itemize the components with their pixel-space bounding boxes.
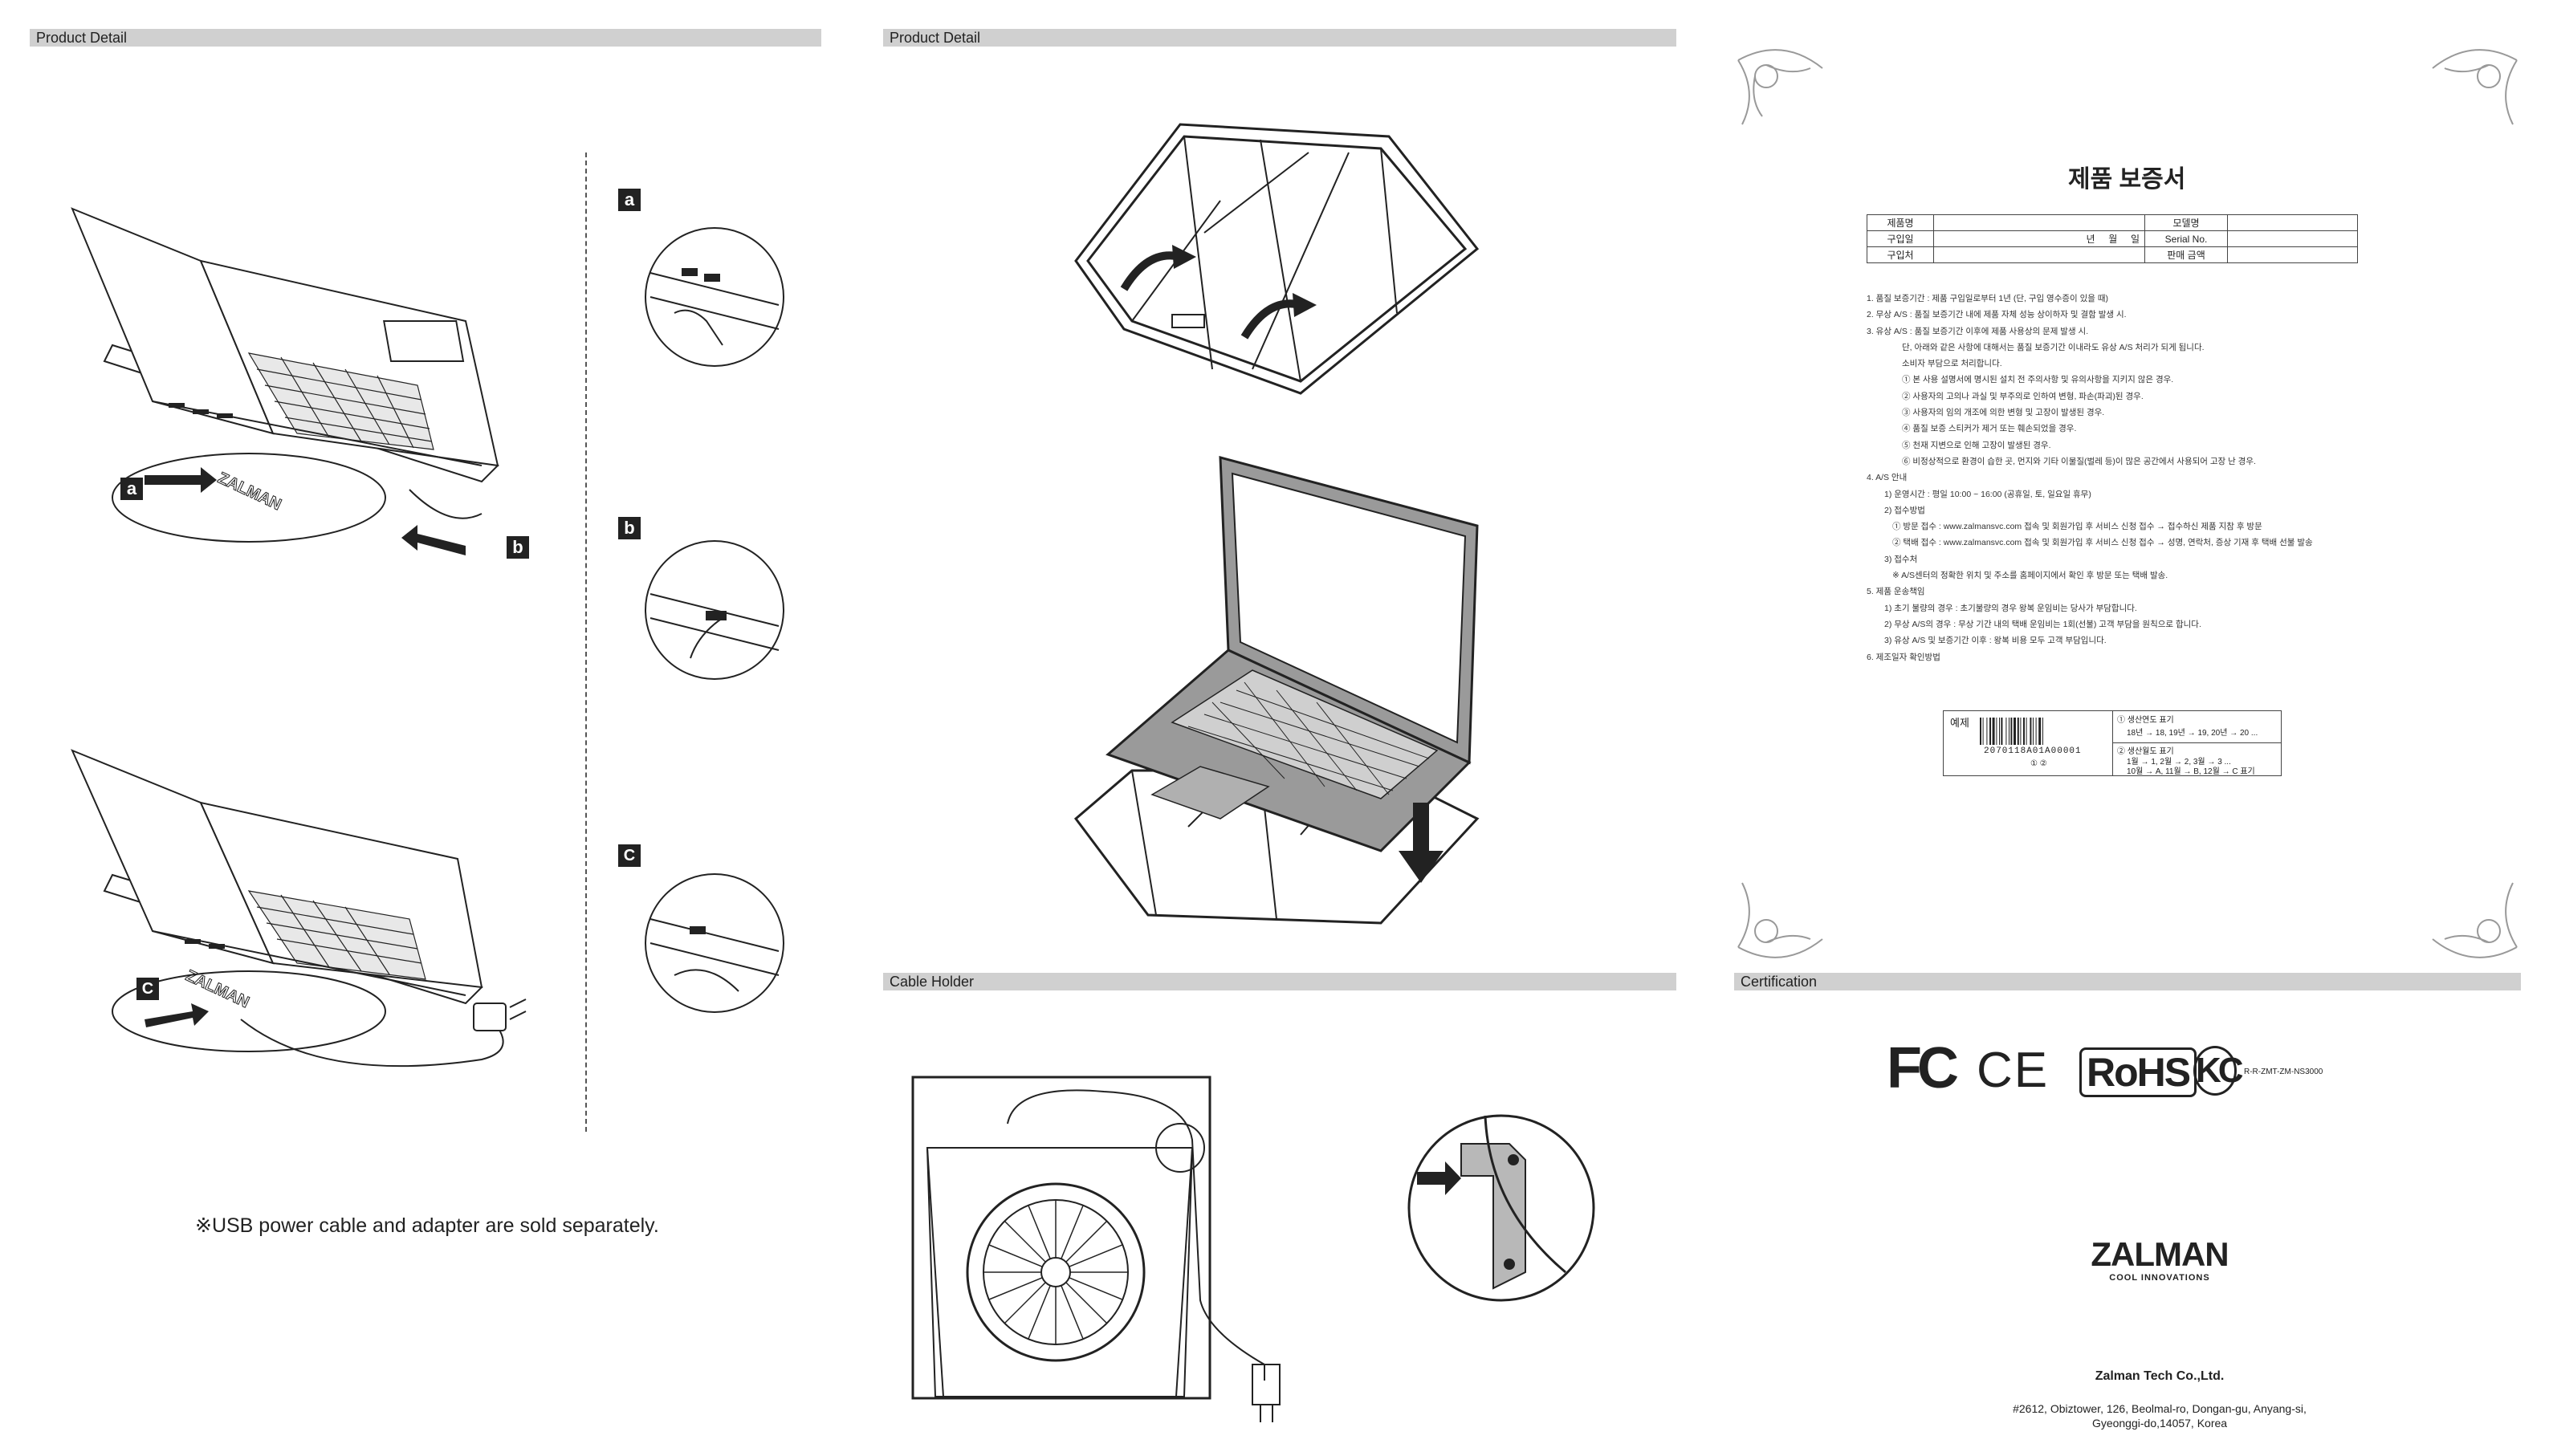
zoom-detail-b [645, 540, 784, 680]
company-address-2: Gyeonggi-do,14057, Korea [2091, 1417, 2228, 1430]
warranty-term-line: ③ 사용자의 임의 개조에 의한 변형 및 고장이 발생된 경우. [1902, 408, 2105, 418]
brand-mark-top: ZALMAN [215, 470, 284, 514]
kc-certification-code: R-R-ZMT-ZM-NS3000 [2244, 1068, 2323, 1076]
table-row: 제품명 모델명 [1867, 214, 2358, 231]
panel-header-certification: Certification [1734, 973, 2521, 990]
zoom-detail-c [645, 873, 784, 1013]
arrow-b-icon [401, 525, 466, 555]
table-cell: 모델명 [2144, 214, 2228, 231]
warranty-term-line: 1. 품질 보증기간 : 제품 구입일로부터 1년 (단, 구입 영수증이 있을… [1867, 294, 2109, 303]
company-address-1: #2612, Obiztower, 126, Beolmal-ro, Donga… [2013, 1402, 2307, 1415]
warranty-terms: 1. 품질 보증기간 : 제품 구입일로부터 1년 (단, 구입 영수증이 있을… [1867, 291, 2380, 665]
warranty-term-line: ② 사용자의 고의나 과실 및 부주의로 인하여 변형, 파손(파괴)된 경우. [1902, 391, 2144, 401]
warranty-table: 제품명 모델명 구입일 년 월 일 Serial No. 구입처 판매 금액 [1867, 214, 2358, 263]
divider-dashed [585, 153, 587, 1132]
table-cell: 구입일 [1867, 230, 1934, 247]
label-b-detail: b [618, 517, 641, 539]
ce-logo-icon: CE [1977, 1043, 2050, 1098]
company-info: Zalman Tech Co.,Ltd. #2612, Obiztower, 1… [1967, 1369, 2352, 1430]
brand-logo: ZALMAN COOL INNOVATIONS [2079, 1236, 2240, 1283]
laptop-connection-illustration-bottom: ZALMAN [71, 749, 527, 1068]
laptop-on-stand-illustration [1073, 456, 1480, 925]
example-line-3: ② 생산월도 표기 [2117, 747, 2174, 756]
table-cell [2227, 246, 2358, 263]
warranty-term-line: 6. 제조일자 확인방법 [1867, 652, 1940, 662]
barcode-marks: ① ② [2030, 759, 2047, 768]
warranty-term-line: ⑥ 비정상적으로 환경이 습한 곳, 먼지와 기타 이물질(벌레 등)이 많은 … [1902, 456, 2256, 466]
warranty-term-line: 1) 초기 불량의 경우 : 초기불량의 경우 왕복 운임비는 당사가 부담합니… [1884, 603, 2137, 613]
ornament-bottom-right [2432, 882, 2518, 958]
table-cell: Serial No. [2144, 230, 2228, 247]
panel-header-product-detail-2: Product Detail [883, 29, 1676, 47]
barcode-icon [1980, 718, 2043, 745]
label-a-detail: a [618, 189, 641, 211]
company-name: Zalman Tech Co.,Ltd. [2095, 1369, 2225, 1383]
warranty-term-line: 3) 유상 A/S 및 보증기간 이후 : 왕복 비용 모두 고객 부담입니다. [1884, 636, 2107, 646]
table-cell [1933, 214, 2145, 231]
ornament-top-left [1737, 49, 1823, 125]
panel-header-cable-holder: Cable Holder [883, 973, 1676, 990]
barcode-number: 2070118A01A00001 [1984, 746, 2082, 756]
warranty-term-line: 3) 접수처 [1884, 554, 1918, 564]
warranty-term-line: ⑤ 천재 지변으로 인해 고장이 발생된 경우. [1902, 440, 2051, 450]
warranty-title: 제품 보증서 [2068, 166, 2186, 193]
brand-tagline: COOL INNOVATIONS [2109, 1273, 2210, 1283]
usb-note: ※USB power cable and adapter are sold se… [195, 1214, 659, 1237]
label-c: C [136, 978, 159, 1000]
cable-holder-zoom [1407, 1114, 1595, 1302]
warranty-term-line: 2) 무상 A/S의 경우 : 무상 기간 내의 택배 운임비는 1회(선불) … [1884, 619, 2201, 629]
table-row: 구입처 판매 금액 [1867, 246, 2358, 263]
warranty-term-line: 단, 아래와 같은 사항에 대해서는 품질 보증기간 이내라도 유상 A/S 처… [1902, 342, 2205, 352]
table-cell: 판매 금액 [2144, 246, 2228, 263]
arrow-a-icon [145, 467, 217, 493]
stand-fold-illustration [1074, 123, 1480, 395]
warranty-term-line: 2. 무상 A/S : 품질 보증기간 내에 제품 자체 성능 상이하자 및 결… [1867, 310, 2127, 320]
warranty-term-line: 소비자 부담으로 처리합니다. [1902, 359, 2002, 369]
brand-name: ZALMAN [2091, 1235, 2229, 1273]
label-b: b [507, 536, 529, 559]
warranty-term-line: 1) 운영시간 : 평일 10:00 ~ 16:00 (공휴일, 토, 일요일 … [1884, 489, 2091, 499]
table-cell: 제품명 [1867, 214, 1934, 231]
warranty-term-line: 4. A/S 안내 [1867, 473, 1908, 483]
manufacture-date-example: 예제 2070118A01A00001 ① ② ① 생산연도 표기 18년 → … [1943, 710, 2282, 776]
fcc-logo-icon: FC [1887, 1036, 1959, 1100]
panel-header-product-detail-1: Product Detail [30, 29, 821, 47]
cable-holder-illustration [911, 1076, 1281, 1422]
table-cell [2227, 214, 2358, 231]
ornament-top-right [2432, 49, 2518, 125]
example-line-5: 10월 → A, 11월 → B, 12월 → C 표기 [2127, 767, 2255, 776]
ornament-bottom-left [1737, 882, 1823, 958]
label-a: a [120, 478, 143, 500]
table-row: 구입일 년 월 일 Serial No. [1867, 230, 2358, 247]
warranty-term-line: 3. 유상 A/S : 품질 보증기간 이후에 제품 사용상의 문제 발생 시. [1867, 326, 2089, 336]
warranty-term-line: ② 택배 접수 : www.zalmansvc.com 접속 및 회원가입 후 … [1892, 538, 2313, 548]
warranty-term-line: ① 본 사용 설명서에 명시된 설치 전 주의사항 및 유의사항을 지키지 않은… [1902, 375, 2174, 385]
kc-logo-icon: KC [2193, 1046, 2244, 1096]
zoom-detail-a [645, 227, 784, 367]
table-cell [2227, 230, 2358, 247]
warranty-term-line: ① 방문 접수 : www.zalmansvc.com 접속 및 회원가입 후 … [1892, 522, 2262, 532]
warranty-term-line: 5. 제품 운송책임 [1867, 587, 1925, 597]
table-cell: 년 월 일 [1933, 230, 2145, 247]
warranty-term-line: 2) 접수방법 [1884, 505, 1925, 515]
rohs-logo-icon: RoHS [2079, 1047, 2197, 1097]
table-cell [1933, 246, 2145, 263]
label-c-detail: C [618, 844, 641, 867]
laptop-connection-illustration-top: ZALMAN [71, 207, 499, 555]
example-line-4: 1월 → 1, 2월 → 2, 3월 → 3 ... [2127, 758, 2231, 767]
warranty-term-line: ④ 품질 보증 스티커가 제거 또는 훼손되었을 경우. [1902, 424, 2077, 434]
arrow-c-icon [145, 1003, 209, 1027]
example-line-2: 18년 → 18, 19년 → 19, 20년 → 20 ... [2127, 729, 2258, 738]
table-cell: 구입처 [1867, 246, 1934, 263]
example-line-1: ① 생산연도 표기 [2117, 716, 2174, 725]
example-label: 예제 [1950, 717, 1969, 729]
warranty-term-line: ※ A/S센터의 정확한 위치 및 주소를 홈페이지에서 확인 후 방문 또는 … [1892, 571, 2168, 581]
